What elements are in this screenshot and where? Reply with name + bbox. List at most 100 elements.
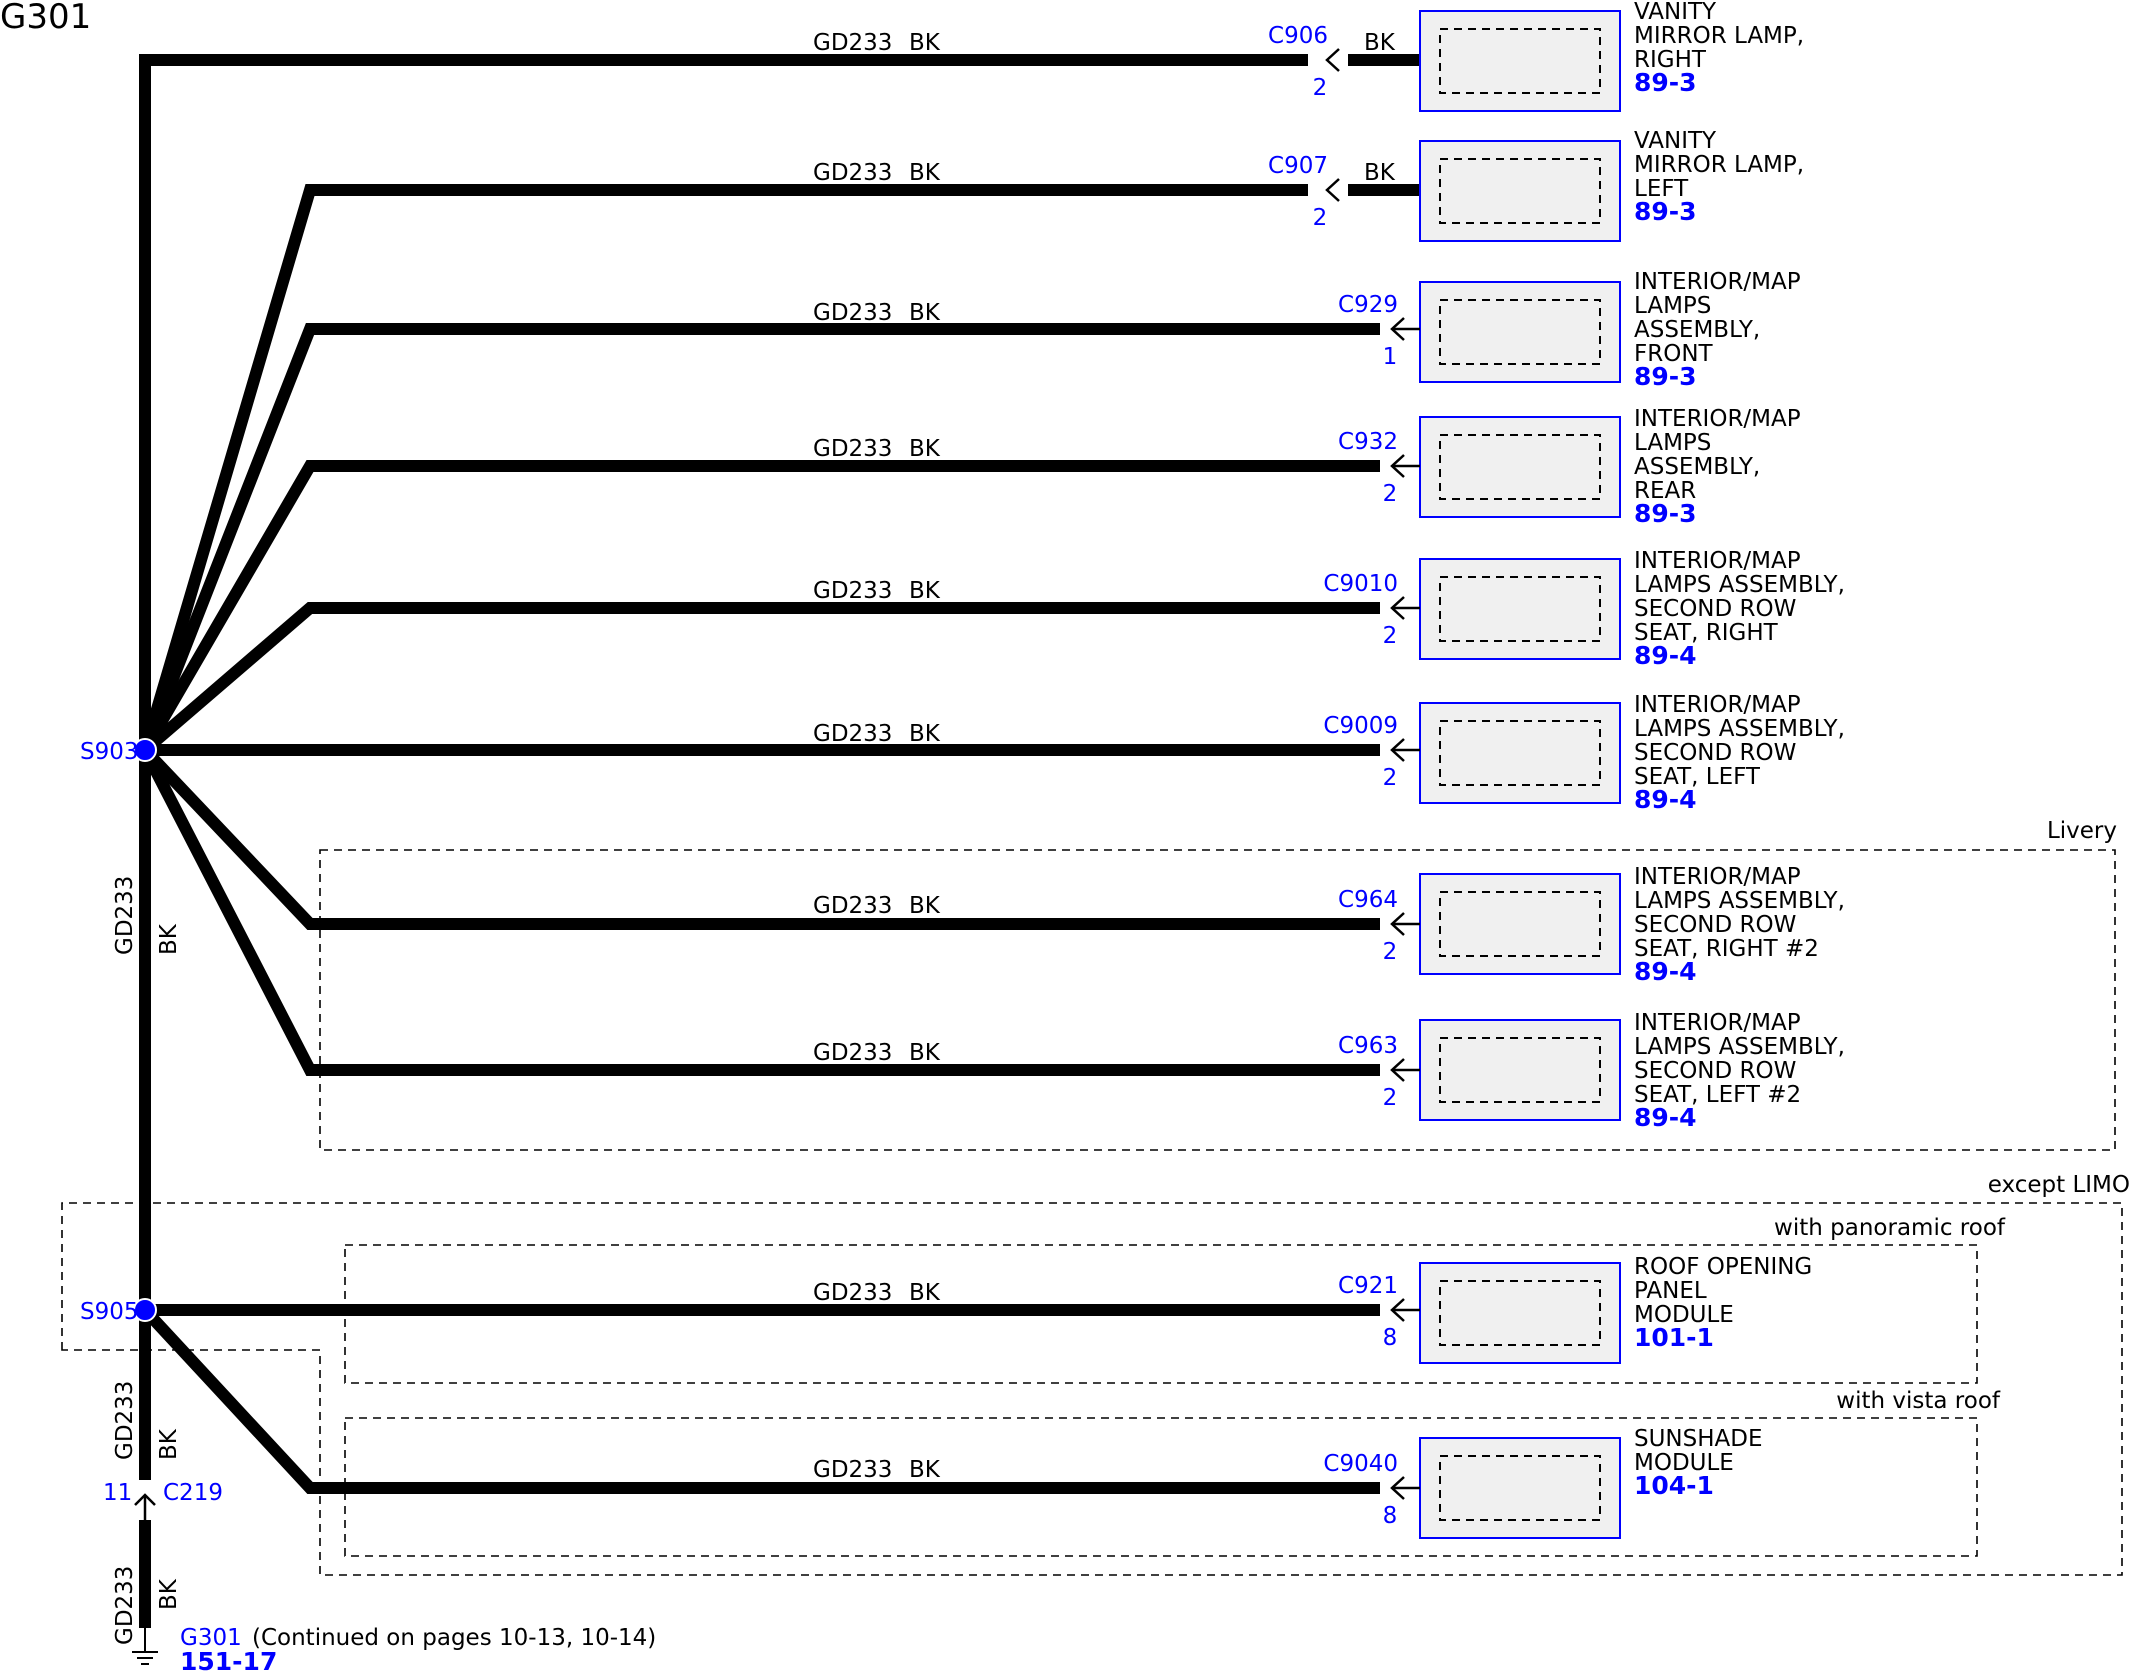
wire-circuit-label: GD233 [813, 160, 892, 186]
connector-c907-label: C907 [1268, 153, 1328, 179]
component-name-line: SEAT, LEFT [1634, 764, 1761, 790]
connector-c9010-pin: 2 [1383, 623, 1398, 649]
component-name-line: MODULE [1634, 1450, 1734, 1476]
component-name-line: INTERIOR/MAP [1634, 692, 1801, 718]
component-name-line: FRONT [1634, 341, 1714, 367]
component-name-line: LAMPS [1634, 293, 1711, 319]
connector-c929-pin: 1 [1383, 344, 1398, 370]
component-page-ref: 89-4 [1634, 957, 1697, 986]
component-box-c906 [1419, 10, 1621, 112]
component-name-line: LAMPS [1634, 430, 1711, 456]
component-name-line: SEAT, RIGHT #2 [1634, 936, 1819, 962]
wire-color-label: BK [909, 1040, 941, 1066]
ground-id: G301 [180, 1625, 242, 1651]
component-box-c9040 [1419, 1437, 1621, 1539]
splice-s905-dot [133, 1298, 157, 1322]
wire-circuit-label: GD233 [112, 1381, 138, 1460]
connector-c219-pin: 11 [103, 1480, 132, 1506]
connector-c9009-label: C9009 [1323, 713, 1398, 739]
wire-color-label: BK [909, 721, 941, 747]
connector-c219-label: C219 [163, 1480, 223, 1506]
connector-arrow-icon [1325, 178, 1340, 202]
component-box-c963 [1419, 1019, 1621, 1121]
component-page-ref: 89-3 [1634, 499, 1697, 528]
component-name-line: INTERIOR/MAP [1634, 269, 1801, 295]
connector-c921-pin: 8 [1383, 1325, 1398, 1351]
vista-roof-option-label: with vista roof [1836, 1388, 2001, 1414]
ground-g301: G301 (Continued on pages 10-13, 10-14) 1… [132, 1625, 656, 1672]
component-name-line: VANITY [1634, 128, 1717, 154]
connector-c906-pin: 2 [1313, 75, 1328, 101]
wire-branch-c907 [139, 184, 1308, 752]
panoramic-roof-option-label: with panoramic roof [1774, 1215, 2006, 1241]
except-limo-option-label: except LIMO [1988, 1172, 2130, 1198]
wire-color-label: BK [909, 1457, 941, 1483]
wire-color-label: BK [909, 160, 941, 186]
wire-color-label: BK [909, 578, 941, 604]
component-page-ref: 89-4 [1634, 785, 1697, 814]
wire-circuit-label: GD233 [813, 578, 892, 604]
wire-color-label: BK [909, 300, 941, 326]
connector-c921-label: C921 [1338, 1273, 1398, 1299]
wire-color-label: BK [909, 436, 941, 462]
ground-note: (Continued on pages 10-13, 10-14) [252, 1625, 656, 1651]
connector-arrow-icon [1325, 48, 1340, 72]
wire-branch-c929 [139, 323, 1380, 753]
wire-branch-c932 [139, 460, 1380, 754]
wire-circuit-label: GD233 [813, 893, 892, 919]
splice-s905-label: S905 [80, 1299, 139, 1325]
wire-circuit-label: GD233 [112, 876, 138, 955]
component-name-line: MIRROR LAMP, [1634, 152, 1804, 178]
component-name-line: SECOND ROW [1634, 1058, 1796, 1084]
component-name-line: SECOND ROW [1634, 596, 1796, 622]
ground-page-ref: 151-17 [180, 1647, 277, 1672]
wire-circuit-label: GD233 [813, 1040, 892, 1066]
component-name-line: ASSEMBLY, [1634, 317, 1760, 343]
component-name-line: VANITY [1634, 0, 1717, 25]
wire-color-label: BK [1364, 30, 1396, 56]
component-name-line: LAMPS ASSEMBLY, [1634, 888, 1845, 914]
wire-color-label: BK [909, 1280, 941, 1306]
connector-c932-pin: 2 [1383, 481, 1398, 507]
wire-circuit-label: GD233 [813, 721, 892, 747]
connector-c929-label: C929 [1338, 292, 1398, 318]
component-page-ref: 89-4 [1634, 641, 1697, 670]
wire-circuit-label: GD233 [813, 30, 892, 56]
component-name-line: ROOF OPENING [1634, 1254, 1812, 1280]
panoramic-roof-option-region [344, 1244, 1978, 1384]
connector-c963-label: C963 [1338, 1033, 1398, 1059]
component-name-line: INTERIOR/MAP [1634, 548, 1801, 574]
component-name-line: LEFT [1634, 176, 1689, 202]
component-name-line: LAMPS ASSEMBLY, [1634, 716, 1845, 742]
component-name-line: SUNSHADE [1634, 1426, 1763, 1452]
connector-c932-label: C932 [1338, 429, 1398, 455]
wire-color-label: BK [909, 30, 941, 56]
component-box-c964 [1419, 873, 1621, 975]
component-name-line: MIRROR LAMP, [1634, 23, 1804, 49]
component-name-line: MODULE [1634, 1302, 1734, 1328]
component-page-ref: 89-3 [1634, 362, 1697, 391]
livery-option-label: Livery [2047, 818, 2117, 844]
connector-c907-pin: 2 [1313, 205, 1328, 231]
component-name-line: REAR [1634, 478, 1696, 504]
component-name-line: ASSEMBLY, [1634, 454, 1760, 480]
component-page-ref: 89-4 [1634, 1103, 1697, 1132]
wire-circuit-label: GD233 [813, 1280, 892, 1306]
wire-branch-c964 [140, 745, 1380, 930]
component-box-c921 [1419, 1262, 1621, 1364]
component-name-line: INTERIOR/MAP [1634, 1010, 1801, 1036]
connector-c9040-label: C9040 [1323, 1451, 1398, 1477]
wire-circuit-label: GD233 [112, 1566, 138, 1645]
component-box-c9010 [1419, 558, 1621, 660]
wire-color-label: BK [156, 1578, 182, 1610]
component-name-line: INTERIOR/MAP [1634, 864, 1801, 890]
wire-color-label: BK [156, 1428, 182, 1460]
page-title: G301 [0, 0, 91, 37]
component-box-c932 [1419, 416, 1621, 518]
wire-branch-c963 [139, 747, 1380, 1076]
splice-s903-label: S903 [80, 739, 139, 765]
wire-color-label: BK [909, 893, 941, 919]
connector-c964-label: C964 [1338, 887, 1398, 913]
component-name-line: LAMPS ASSEMBLY, [1634, 1034, 1845, 1060]
connector-c906-label: C906 [1268, 23, 1328, 49]
